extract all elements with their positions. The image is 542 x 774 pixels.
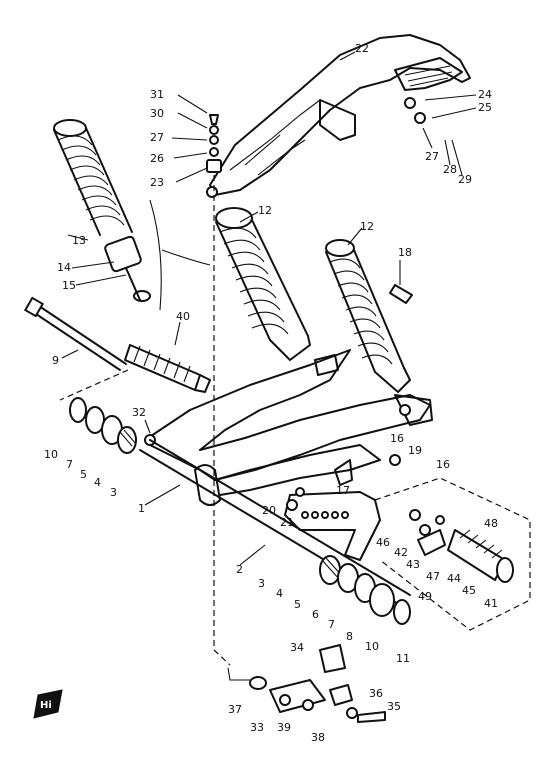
callout-10b: 10 <box>365 640 379 653</box>
callout-9: 9 <box>52 354 59 367</box>
callout-30: 30 <box>150 107 164 120</box>
callout-28: 28 <box>443 163 457 176</box>
publisher-logo: Hi <box>33 689 63 719</box>
pivot-bushings-right <box>319 555 411 625</box>
rear-shock-right <box>325 239 411 393</box>
callout-3: 3 <box>110 486 117 499</box>
nut-20 <box>286 499 298 511</box>
washer-21 <box>295 487 305 497</box>
callout-37: 37 <box>228 703 242 716</box>
callout-11: 11 <box>396 652 410 665</box>
rubber-boot-40 <box>124 344 211 393</box>
pivot-guide <box>59 369 129 401</box>
callout-15: 15 <box>62 279 76 292</box>
footrest-bracket <box>284 491 381 561</box>
callout-39: 39 <box>277 721 291 734</box>
callout-1: 1 <box>138 502 145 515</box>
callout-35: 35 <box>387 700 401 713</box>
callout-31: 31 <box>150 88 164 101</box>
callout-5: 5 <box>80 468 87 481</box>
pivot-bushings-left <box>69 397 137 454</box>
pivot-bolt-9 <box>23 296 127 371</box>
callout-42: 42 <box>394 546 408 559</box>
callout-21: 21 <box>280 516 294 529</box>
shock-grouping-bracket <box>149 199 162 311</box>
rear-shock-left <box>53 119 151 302</box>
callout-40: 40 <box>176 310 190 323</box>
callout-17: 17 <box>336 484 350 497</box>
callout-32: 32 <box>132 406 146 419</box>
callout-12b: 12 <box>360 220 374 233</box>
callout-13: 13 <box>72 234 86 247</box>
callout-3b: 3 <box>258 577 265 590</box>
brake-linkage <box>227 644 386 723</box>
callout-45: 45 <box>462 584 476 597</box>
callout-49: 49 <box>418 590 432 603</box>
brake-guide <box>213 440 231 666</box>
rear-shock-center <box>215 207 311 361</box>
callout-36: 36 <box>369 687 383 700</box>
leader-lines <box>61 51 477 566</box>
callout-25: 25 <box>478 101 492 114</box>
callout-12: 12 <box>258 204 272 217</box>
callout-2: 2 <box>236 563 243 576</box>
shock-bolt-18 <box>389 284 413 304</box>
shock-leader <box>161 249 211 266</box>
callout-24: 24 <box>478 88 492 101</box>
chain-case <box>206 34 471 198</box>
callout-4: 4 <box>94 476 101 489</box>
callout-19: 19 <box>408 444 422 457</box>
callout-7: 7 <box>66 458 73 471</box>
callout-22: 22 <box>355 42 369 55</box>
callout-8: 8 <box>346 630 353 643</box>
swing-arm <box>144 349 433 506</box>
footrest-assembly <box>409 509 514 583</box>
callout-20: 20 <box>262 504 276 517</box>
logo-text: Hi <box>40 700 52 711</box>
callout-7b: 7 <box>328 618 335 631</box>
callout-34: 34 <box>290 641 304 654</box>
callout-labels: 31 30 27 26 23 22 24 25 27 28 29 13 14 1… <box>44 42 498 744</box>
callout-14: 14 <box>57 261 71 274</box>
callout-27b: 27 <box>425 150 439 163</box>
mount-fasteners <box>206 114 222 440</box>
callout-47: 47 <box>426 570 440 583</box>
callout-29: 29 <box>458 173 472 186</box>
callout-44: 44 <box>447 572 461 585</box>
callout-43: 43 <box>406 558 420 571</box>
callout-10: 10 <box>44 448 58 461</box>
callout-48: 48 <box>484 517 498 530</box>
callout-38: 38 <box>311 731 325 744</box>
footrest-guide-box <box>374 477 531 631</box>
callout-41: 41 <box>484 597 498 610</box>
callout-16b: 16 <box>436 458 450 471</box>
callout-6: 6 <box>312 608 319 621</box>
callout-16: 16 <box>390 432 404 445</box>
callout-46: 46 <box>376 536 390 549</box>
callout-27: 27 <box>150 131 164 144</box>
callout-4b: 4 <box>276 587 283 600</box>
callout-33: 33 <box>250 721 264 734</box>
callout-18: 18 <box>398 246 412 259</box>
callout-5b: 5 <box>294 598 301 611</box>
callout-26: 26 <box>150 152 164 165</box>
callout-23: 23 <box>150 176 164 189</box>
